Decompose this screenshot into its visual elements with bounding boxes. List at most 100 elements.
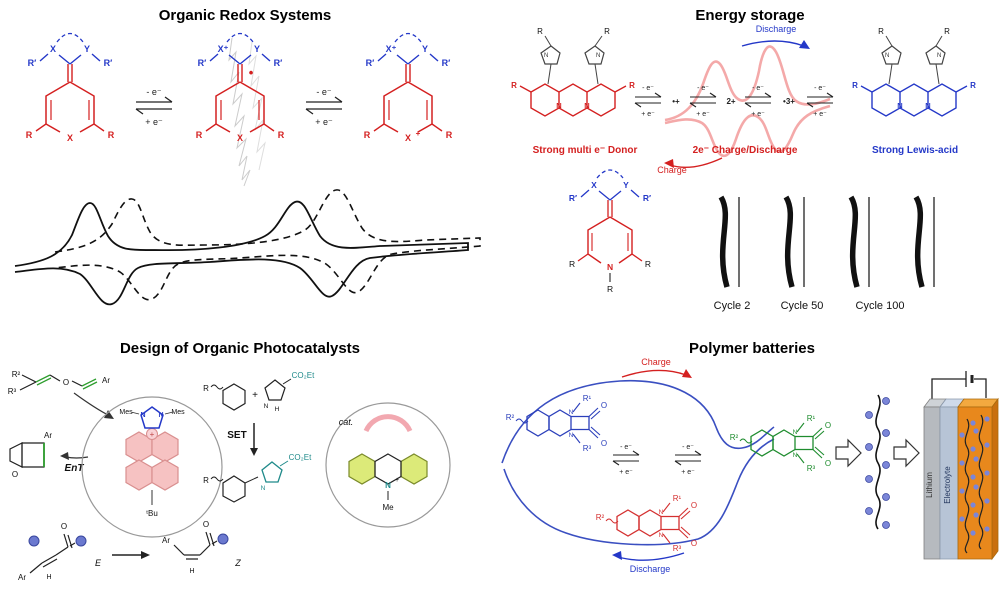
n-label: N: [556, 101, 561, 110]
ene-reactant: R² R³ O Ar: [8, 370, 114, 419]
n-label: N: [385, 481, 391, 490]
cyclic-voltammogram: [14, 189, 481, 306]
equilibrium-arrows-a: - e⁻ + e⁻: [612, 444, 640, 476]
equilibrium-arrows-1: - e⁻ + e⁻: [135, 87, 173, 127]
set-label: SET: [227, 430, 246, 441]
z-isomer-label: Z: [234, 558, 241, 568]
ring-n-label: N: [607, 262, 613, 272]
r1-label: R¹: [583, 394, 592, 403]
co2et-label: CO₂Et: [289, 453, 312, 462]
minus-e-label: - e⁻: [642, 85, 654, 92]
r-prime-label: R′: [274, 58, 283, 68]
r-label: R: [203, 476, 209, 485]
cycle100-label: Cycle 100: [856, 300, 905, 312]
o-label: O: [825, 459, 831, 468]
minus-e-label: - e⁻: [316, 87, 332, 97]
minus-e-label: - e⁻: [620, 444, 632, 451]
r-label: R: [196, 130, 203, 140]
set-arrowhead: [250, 448, 258, 456]
panel2-title: Energy storage: [695, 7, 804, 24]
charge-arrowhead: [682, 369, 692, 378]
x-plus-label: X⁺: [386, 44, 397, 54]
lithium-label: Lithium: [925, 472, 934, 498]
panel-photocatalysts: Design of Organic Photocatalysts R² R³ O…: [0, 335, 480, 602]
h-label: H: [46, 574, 51, 581]
lewis-acid-caption: Strong Lewis-acid: [872, 145, 958, 156]
n-label: N: [897, 101, 902, 110]
n-label: N: [569, 409, 574, 416]
donor-molecule: R R N N N R N R: [511, 27, 635, 117]
plus-e-label: + e⁻: [696, 111, 710, 118]
o-label: O: [601, 401, 607, 410]
n-label: N: [885, 53, 889, 59]
y-label: Y: [84, 44, 90, 54]
r2-label: R²: [730, 433, 739, 442]
n-label: N: [793, 429, 798, 436]
r1-label: R¹: [807, 414, 816, 423]
n-label: N: [140, 412, 145, 419]
x-label: X: [50, 44, 56, 54]
quinoxaline-blue: O O N N R¹ R³ R²: [506, 394, 607, 453]
ar-label: Ar: [44, 431, 52, 440]
y-label: Y: [422, 44, 428, 54]
r1-label: R¹: [673, 494, 682, 503]
r-label: R: [26, 130, 33, 140]
galvanostatic-cycles: Cycle 2 Cycle 50 Cycle 100: [714, 195, 935, 312]
discharge-label: Discharge: [630, 564, 671, 574]
r-prime-label: R′: [104, 58, 113, 68]
o-label: O: [691, 539, 697, 548]
quinoxaline-green: O O N N R¹ R³ R²: [730, 414, 831, 473]
radical-trication-label: •3+: [783, 97, 795, 106]
r-prime-label: R′: [366, 58, 375, 68]
curved-arrowhead: [60, 452, 69, 460]
ar-label: Ar: [162, 536, 170, 545]
plus-sign: +: [252, 390, 258, 401]
discharge-label: Discharge: [756, 24, 797, 34]
cv-dashed-curve: [54, 189, 481, 301]
ent-label: EnT: [65, 463, 85, 474]
minus-e-label: - e⁻: [146, 87, 162, 97]
battery-cell: Lithium Electrolyte: [923, 371, 999, 561]
n-label: N: [264, 403, 269, 410]
acridinium-catalyst: cat. N + Me: [325, 402, 451, 528]
plus-charge: +: [150, 430, 155, 439]
mes-label: Mes: [119, 409, 133, 416]
blue-dot: [28, 535, 40, 547]
charge-label: Charge: [641, 357, 671, 367]
r-prime-label: R′: [28, 58, 37, 68]
cv-solid-curve: [14, 200, 469, 306]
r-label: R: [511, 81, 517, 90]
battery-cv-loop: Charge Discharge: [501, 357, 775, 574]
charge-label: Charge: [657, 165, 687, 175]
me-label: Me: [382, 503, 394, 512]
r-label: R: [537, 27, 543, 36]
ar-label: Ar: [18, 573, 26, 582]
block-arrow-icon: [893, 438, 920, 468]
redox-structure-radical-cation: X⁺ Y R′ R′ • X R R: [196, 32, 285, 143]
charge-arrowhead: [664, 159, 674, 168]
n-label: N: [596, 53, 600, 59]
e-isomer-label: E: [95, 558, 102, 568]
minus-e-label: - e⁻: [814, 85, 826, 92]
quinoxaline-red: O O N N R¹ R³ R²: [596, 494, 697, 553]
r-label: R: [364, 130, 371, 140]
o-label: O: [203, 520, 209, 529]
r3-label: R³: [807, 464, 816, 473]
pyridinylidene-structure: X Y R′ R′ N R R R: [569, 169, 651, 294]
minus-e-label: - e⁻: [752, 85, 764, 92]
o-label: O: [61, 522, 67, 531]
ez-isomerization: Ar H O E Ar O H Z: [18, 520, 241, 582]
r2-label: R²: [506, 413, 515, 422]
acceptor-molecule: R R N N N R N R: [852, 27, 976, 117]
x-label: X: [591, 180, 597, 190]
dication-label: 2+: [726, 97, 735, 106]
charge-discharge-cv: Discharge Charge: [657, 24, 831, 175]
n-label: N: [659, 509, 664, 516]
r-label: R: [446, 130, 453, 140]
o-label: O: [12, 470, 18, 479]
n-label: N: [569, 432, 574, 439]
ring-x-label: X: [405, 133, 411, 143]
plus-e-label: + e⁻: [619, 469, 633, 476]
radical-dot: •: [249, 65, 254, 80]
o-label: O: [825, 421, 831, 430]
